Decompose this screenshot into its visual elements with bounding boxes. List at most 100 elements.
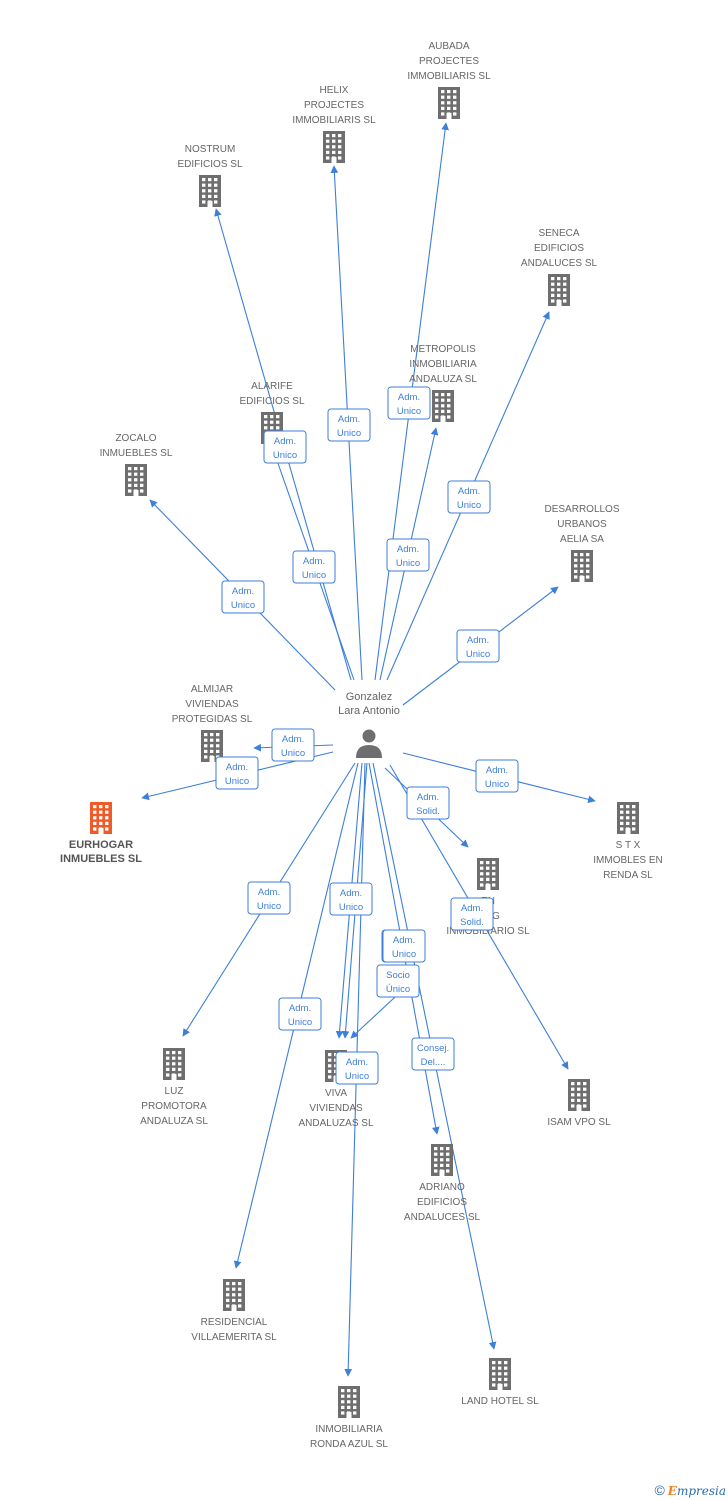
company-label-line: IMMOBILIARIS SL: [292, 115, 376, 126]
building-icon: [201, 730, 223, 762]
relation-label-text: Unico: [273, 450, 297, 461]
relation-label-text: Adm.: [340, 888, 362, 899]
building-icon: [548, 274, 570, 306]
company-label-line: ALARIFE: [251, 381, 293, 392]
relation-label-consulting[interactable]: Adm.Solid.: [406, 786, 450, 820]
company-node-land[interactable]: LAND HOTEL SL: [461, 1358, 539, 1407]
company-label-line: HELIX: [320, 85, 349, 96]
building-icon: [323, 131, 345, 163]
relation-label-residencial[interactable]: Adm.Unico: [278, 997, 322, 1031]
relation-label-almijar[interactable]: Adm.Unico: [271, 728, 315, 762]
company-label-line: SENECA: [538, 228, 579, 239]
relation-label-metropolis[interactable]: Adm.Unico: [386, 538, 430, 572]
company-label-line: DESARROLLOS: [544, 504, 619, 515]
relation-label-text: Adm.: [398, 392, 420, 403]
relation-label-ronda[interactable]: Adm.Unico: [335, 1051, 379, 1085]
brand-logo: Empresia: [667, 1484, 726, 1498]
relation-label-text: Consej.: [417, 1043, 449, 1054]
relation-label-nostrum[interactable]: Adm. Unico: [263, 430, 307, 464]
relation-label-zocalo[interactable]: Adm.Unico: [221, 580, 265, 614]
relation-label-text: Unico: [281, 748, 305, 759]
building-icon: [432, 390, 454, 422]
copyright-symbol: ©: [654, 1482, 665, 1498]
relation-label-eurhogar[interactable]: Adm.Unico: [215, 756, 259, 790]
relation-label-luz[interactable]: Adm.Unico: [247, 881, 291, 915]
building-icon: [163, 1048, 185, 1080]
company-node-isam[interactable]: ISAM VPO SL: [547, 1079, 611, 1128]
company-label-line: ANDALUZA SL: [140, 1116, 208, 1127]
relation-labels-layer: Adm.UnicoAdm.UnicoAdm.UnicoAdm.UnicoAdm.…: [215, 386, 519, 1085]
relation-label-adriano[interactable]: Adm.Unico: [382, 929, 426, 963]
company-label-line: PROJECTES: [419, 56, 479, 67]
company-label-line: LAND HOTEL SL: [461, 1396, 539, 1407]
relation-label-text: Unico: [397, 406, 421, 417]
relation-label-text: Adm.: [467, 635, 489, 646]
company-label-line: VILLAEMERITA SL: [191, 1332, 277, 1343]
company-label-line: INMOBILIARIA: [315, 1424, 383, 1435]
company-label-line: EDIFICIOS: [534, 243, 584, 254]
relation-label-text: Adm.: [303, 556, 325, 567]
relation-label-text: Adm.: [397, 544, 419, 555]
building-icon: [617, 802, 639, 834]
relation-label-land[interactable]: Consej. Del....: [411, 1037, 455, 1071]
relation-label-text: Adm.: [461, 903, 483, 914]
relation-label-alarife[interactable]: Adm.Unico: [292, 550, 336, 584]
relation-label-text: Unico: [466, 649, 490, 660]
relation-label-text: Unico: [288, 1017, 312, 1028]
building-icon: [90, 802, 112, 834]
company-label-line: ALMIJAR: [191, 684, 233, 695]
company-label-line: IMMOBILIARIS SL: [407, 71, 491, 82]
relation-label-text: Socio: [386, 970, 410, 981]
company-label-line: URBANOS: [557, 519, 607, 530]
relation-label-desarrollos[interactable]: Adm. Unico: [456, 629, 500, 663]
company-node-residencial[interactable]: RESIDENCIAL VILLAEMERITA SL: [191, 1279, 277, 1343]
company-label-line: RESIDENCIAL: [201, 1317, 268, 1328]
company-label-line: INMUEBLES SL: [60, 853, 142, 865]
relation-label-text: Adm.: [274, 436, 296, 447]
company-label-line: EURHOGAR: [69, 839, 133, 851]
company-label-line: PROTEGIDAS SL: [172, 714, 253, 725]
company-node-eurhogar[interactable]: EURHOGAR INMUEBLES SL: [60, 802, 142, 865]
building-icon: [199, 175, 221, 207]
relation-label-stx[interactable]: Adm. Unico: [475, 759, 519, 793]
relation-label-text: Del....: [421, 1057, 446, 1068]
company-label-line: EDIFICIOS SL: [239, 396, 304, 407]
company-label-line: ANDALUZA SL: [409, 374, 477, 385]
building-icon: [489, 1358, 511, 1390]
relation-label-text: Adm.: [226, 762, 248, 773]
relation-label-seneca[interactable]: Adm.Unico: [447, 480, 491, 514]
footer-brand[interactable]: ©Empresia: [654, 1482, 726, 1498]
relation-label-helix[interactable]: Adm.Unico: [327, 408, 371, 442]
relation-label-text: Unico: [485, 779, 509, 790]
building-icon: [571, 550, 593, 582]
company-label-line: METROPOLIS: [410, 344, 476, 355]
relation-label-isam[interactable]: Adm. Solid.: [450, 897, 494, 931]
building-icon: [477, 858, 499, 890]
company-label-line: ADRIANO: [419, 1182, 465, 1193]
relation-label-text: Adm.: [458, 486, 480, 497]
person-icon: [356, 729, 382, 758]
company-label-line: INMOBILIARIO SL: [446, 926, 530, 937]
relation-label-aubada[interactable]: Adm. Unico: [387, 386, 431, 420]
relation-label-viva[interactable]: Adm.Unico: [329, 882, 373, 916]
company-label-line: IMMOBLES EN: [593, 855, 662, 866]
relation-label-text: Solid.: [460, 917, 484, 928]
company-label-line: EDIFICIOS SL: [177, 159, 242, 170]
relation-label-text: Adm.: [486, 765, 508, 776]
